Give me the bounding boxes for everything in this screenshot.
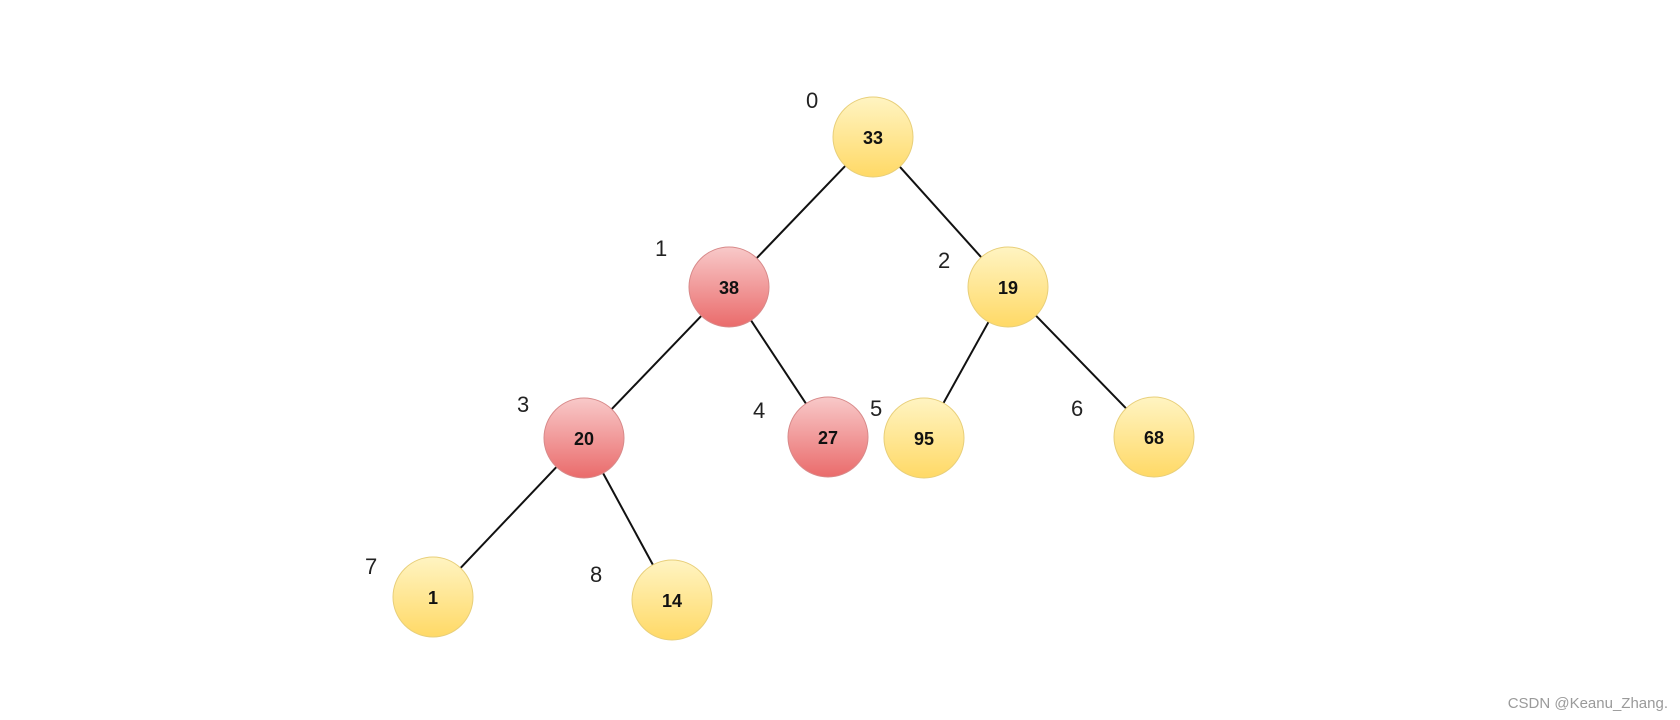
node-index-label: 8: [590, 562, 602, 587]
tree-edge: [897, 164, 984, 260]
node-index-label: 7: [365, 554, 377, 579]
tree-node: 68 6: [1071, 396, 1195, 478]
tree-node: 38 1: [655, 236, 770, 328]
node-circle-yellow: [631, 559, 713, 641]
tree-node: 14 8: [590, 559, 713, 641]
tree-node: 95 5: [870, 396, 965, 479]
node-circle-red: [688, 246, 770, 328]
node-circle-red: [787, 396, 869, 478]
node-index-label: 5: [870, 396, 882, 421]
node-value: 20: [574, 429, 594, 449]
edges-layer: [458, 163, 1129, 571]
watermark: CSDN @Keanu_Zhang.: [1507, 695, 1668, 712]
node-value: 68: [1144, 428, 1164, 448]
tree-edge: [941, 319, 991, 406]
node-value: 19: [998, 278, 1018, 298]
node-value: 1: [428, 588, 438, 608]
node-value: 14: [662, 591, 682, 611]
tree-edge: [601, 470, 655, 568]
node-circle-yellow: [392, 556, 474, 638]
tree-node: 33 0: [806, 88, 914, 178]
node-value: 38: [719, 278, 739, 298]
tree-node: 17: [365, 554, 474, 638]
tree-edge: [458, 464, 559, 571]
tree-edge: [754, 163, 848, 261]
node-index-label: 3: [517, 392, 529, 417]
node-index-label: 2: [938, 248, 950, 273]
node-circle-red: [543, 397, 625, 479]
node-circle-yellow: [832, 96, 914, 178]
node-index-label: 6: [1071, 396, 1083, 421]
tree-node: 20 3: [517, 392, 625, 479]
tree-edge: [1033, 313, 1129, 411]
node-index-label: 1: [655, 236, 667, 261]
tree-edge: [749, 318, 808, 406]
node-index-label: 0: [806, 88, 818, 113]
node-circle-yellow: [1113, 396, 1195, 478]
node-value: 95: [914, 429, 934, 449]
tree-node: 27 4: [753, 396, 869, 478]
node-circle-yellow: [883, 397, 965, 479]
tree-node: 19 2: [938, 246, 1049, 328]
node-value: 33: [863, 128, 883, 148]
tree-edge: [609, 313, 704, 412]
node-circle-yellow: [967, 246, 1049, 328]
node-index-label: 4: [753, 398, 765, 423]
node-value: 27: [818, 428, 838, 448]
